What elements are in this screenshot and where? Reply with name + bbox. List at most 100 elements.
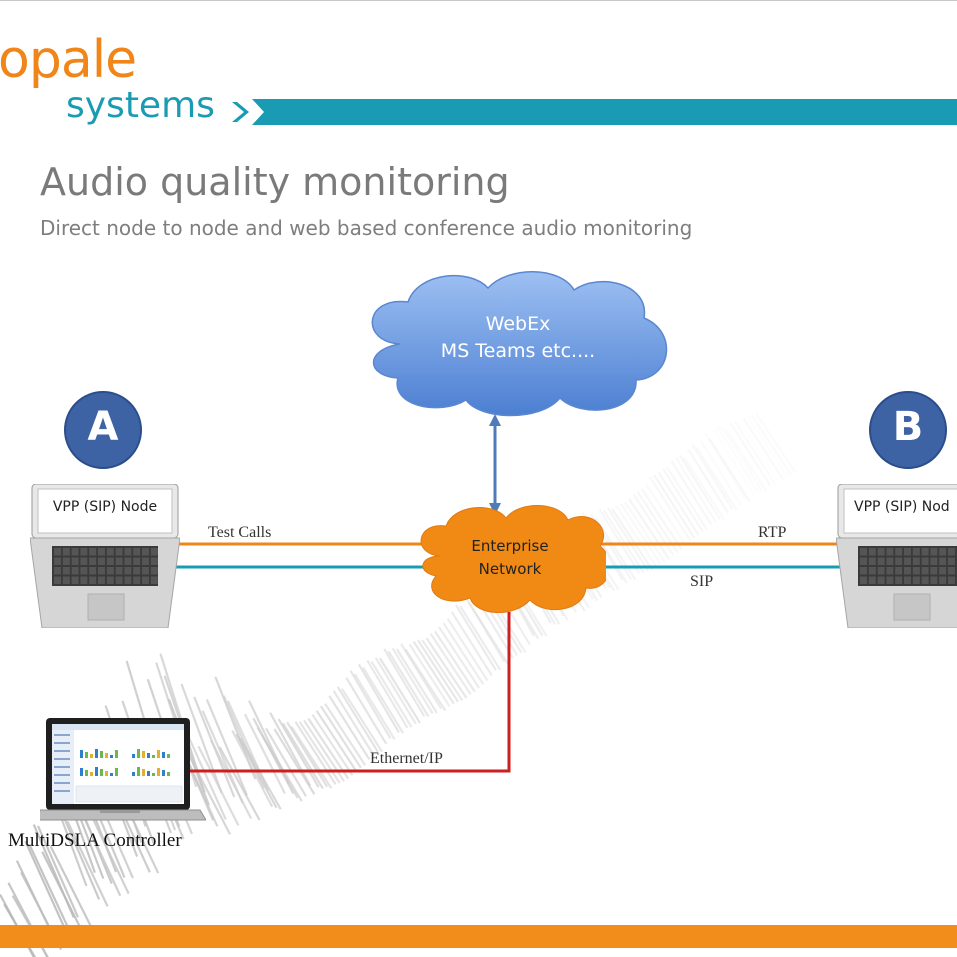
node-b-letter: B [892, 404, 924, 450]
controller-screen-bar [110, 773, 113, 776]
cloud-label-line1: WebEx [485, 313, 551, 335]
waveform-stroke [315, 710, 358, 773]
waveform-stroke [210, 739, 253, 819]
keyboard-key [921, 576, 929, 584]
waveform-stroke [184, 729, 227, 820]
waveform-stroke [725, 429, 768, 492]
waveform-stroke [750, 414, 793, 476]
keyboard-key [150, 567, 158, 575]
keyboard-key [930, 576, 938, 584]
keyboard-key [921, 548, 929, 556]
waveform-stroke [433, 630, 476, 693]
keyboard-key [71, 567, 79, 575]
controller-sidebar-line [54, 790, 70, 792]
waveform-stroke [32, 824, 75, 918]
keyboard-key [939, 557, 947, 565]
waveform-stroke [607, 507, 649, 572]
waveform-stroke [281, 722, 324, 790]
waveform-stroke [649, 476, 692, 542]
waveform-stroke [657, 471, 700, 536]
waveform-stroke [239, 737, 282, 810]
keyboard-key [904, 557, 911, 565]
waveform-stroke [243, 713, 286, 794]
waveform-stroke [463, 594, 506, 663]
keyboard-key [912, 557, 920, 565]
waveform-stroke [66, 820, 109, 907]
waveform-stroke [459, 605, 502, 671]
waveform-stroke [286, 721, 329, 788]
waveform-stroke [442, 622, 485, 686]
controller-sidebar-line [54, 750, 70, 752]
waveform-stroke [159, 653, 202, 781]
waveform-stroke [353, 673, 396, 740]
waveform-stroke [222, 695, 265, 789]
waveform-stroke [412, 641, 455, 705]
waveform-stroke [737, 420, 780, 483]
waveform-stroke [438, 626, 481, 689]
keyboard-key [142, 567, 149, 575]
keyboard-key [89, 548, 97, 556]
waveform-stroke [341, 688, 383, 753]
keyboard-key [133, 576, 141, 584]
controller-screen-bar [147, 771, 150, 776]
waveform-stroke [683, 456, 725, 520]
keyboard-key [62, 576, 70, 584]
keyboard-key [877, 576, 885, 584]
controller-sidebar-line [54, 758, 70, 760]
node-b-screen-label: VPP (SIP) Nod [854, 499, 950, 515]
keyboard-key [124, 548, 132, 556]
keyboard-key [886, 567, 894, 575]
waveform-stroke [201, 710, 244, 804]
controller-sidebar-line [54, 774, 70, 776]
keyboard-key [89, 557, 97, 565]
waveform-stroke [425, 637, 468, 699]
keyboard-key [142, 557, 149, 565]
waveform-stroke [733, 420, 776, 485]
keyboard-key [62, 567, 70, 575]
logo-bar [232, 99, 957, 125]
keyboard-key [106, 548, 114, 556]
node-a-letter: A [87, 404, 119, 450]
waveform-stroke [404, 648, 447, 712]
waveform-stroke [450, 611, 493, 677]
controller-screen-bar [90, 772, 93, 776]
keyboard-key [80, 557, 88, 565]
waveform-stroke [645, 483, 687, 547]
waveform-stroke [611, 508, 654, 571]
cloud-label-line2: MS Teams etc.... [440, 340, 596, 362]
network-label-line1: Enterprise [471, 537, 549, 555]
keyboard-key [860, 557, 867, 565]
waveform-stroke [332, 690, 375, 756]
waveform-stroke [49, 845, 92, 927]
waveform-stroke [691, 443, 734, 510]
waveform-stroke [197, 745, 240, 826]
waveform-stroke [319, 705, 362, 769]
waveform-stroke [349, 669, 392, 739]
keyboard-key [868, 548, 876, 556]
waveform-stroke [28, 844, 71, 932]
controller-screen-bar [142, 751, 145, 758]
waveform-stroke [408, 643, 451, 708]
keyboard-key [89, 576, 97, 584]
controller-sidebar-line [54, 782, 70, 784]
keyboard-key [868, 576, 876, 584]
controller-screen-bar [115, 750, 118, 758]
waveform-stroke [704, 431, 747, 500]
controller-label: MultiDSLA Controller [8, 830, 182, 851]
page-title: Audio quality monitoring [40, 160, 510, 204]
waveform-stroke [41, 851, 84, 932]
waveform-stroke [754, 412, 797, 474]
waveform-stroke [666, 466, 709, 531]
controller-screen-bar [80, 750, 83, 758]
sip-label: SIP [690, 573, 714, 590]
waveform-stroke [708, 438, 751, 502]
keyboard-key [912, 567, 920, 575]
network-label-line2: Network [478, 560, 542, 578]
keyboard-key [930, 557, 938, 565]
waveform-stroke [602, 509, 645, 574]
waveform-stroke [598, 508, 641, 575]
keyboard-key [98, 567, 105, 575]
waveform-stroke [336, 686, 379, 753]
controller-screen-bar [132, 754, 135, 758]
waveform-stroke [661, 468, 704, 533]
